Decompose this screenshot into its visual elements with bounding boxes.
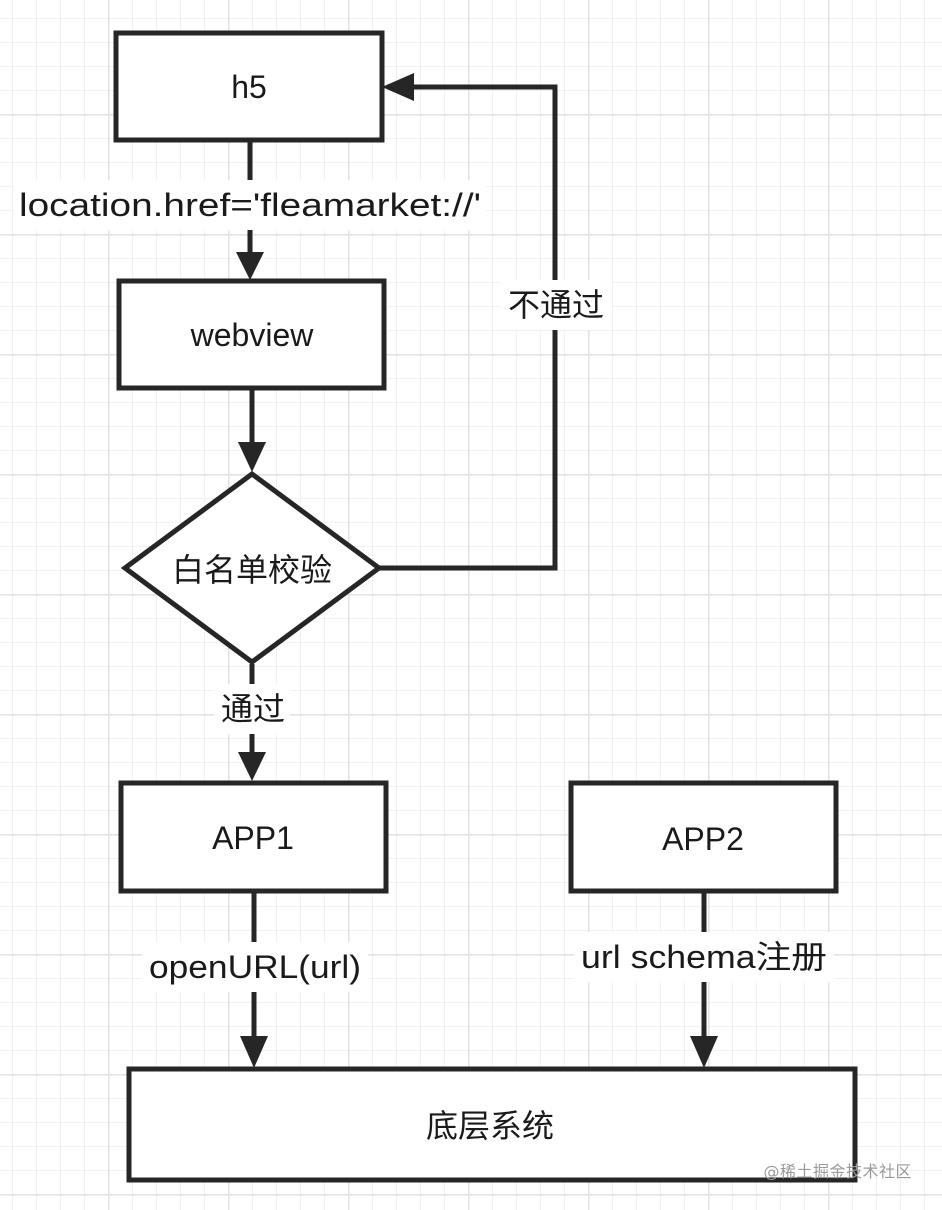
label-background (214, 684, 290, 734)
node-label: APP1 (212, 820, 294, 856)
edge-label: url schema注册 (581, 939, 827, 975)
node-label: 白名单校验 (172, 552, 332, 588)
node-box (113, 30, 385, 143)
node-label: 底层系统 (426, 1108, 554, 1144)
edge-label: openURL(url) (149, 949, 361, 985)
node-app1: APP1 (118, 780, 389, 894)
label-background (14, 180, 486, 230)
arrowhead-icon (238, 752, 266, 781)
node-h5: h5 (113, 30, 385, 143)
node-webview: webview (116, 278, 387, 391)
edge-label-whitelist-fail: 不通过 (500, 280, 612, 330)
watermark: @稀土掘金技术社区 (763, 1162, 912, 1181)
label-background (142, 942, 368, 992)
label-background (500, 280, 612, 330)
node-whitelist: 白名单校验 (120, 470, 384, 666)
node-box (126, 1066, 858, 1183)
edge-label: 不通过 (508, 287, 604, 323)
arrowhead-icon (238, 442, 266, 472)
label-background (574, 932, 834, 982)
edge-label: location.href='fleamarket://' (19, 187, 481, 223)
arrowhead-icon (382, 73, 414, 101)
node-app2: APP2 (568, 780, 839, 894)
edge-label-h5-to-webview: location.href='fleamarket://' (14, 180, 486, 230)
node-system: 底层系统 (126, 1066, 858, 1183)
node-label: webview (190, 317, 315, 353)
node-label: h5 (231, 69, 267, 105)
node-box (568, 780, 839, 894)
node-box (118, 780, 389, 894)
decision-diamond (120, 470, 384, 666)
node-label: APP2 (662, 821, 744, 857)
node-box (116, 278, 387, 391)
arrowhead-icon (236, 252, 264, 280)
arrowhead-icon (240, 1036, 268, 1068)
edge-label-whitelist-pass: 通过 (214, 684, 290, 734)
edge-label-app2-to-system: url schema注册 (574, 932, 834, 982)
edge-label-app1-to-system: openURL(url) (142, 942, 368, 992)
edge-label: 通过 (221, 691, 285, 727)
arrowhead-icon (690, 1036, 718, 1068)
edge-webview-to-whitelist (238, 390, 266, 472)
